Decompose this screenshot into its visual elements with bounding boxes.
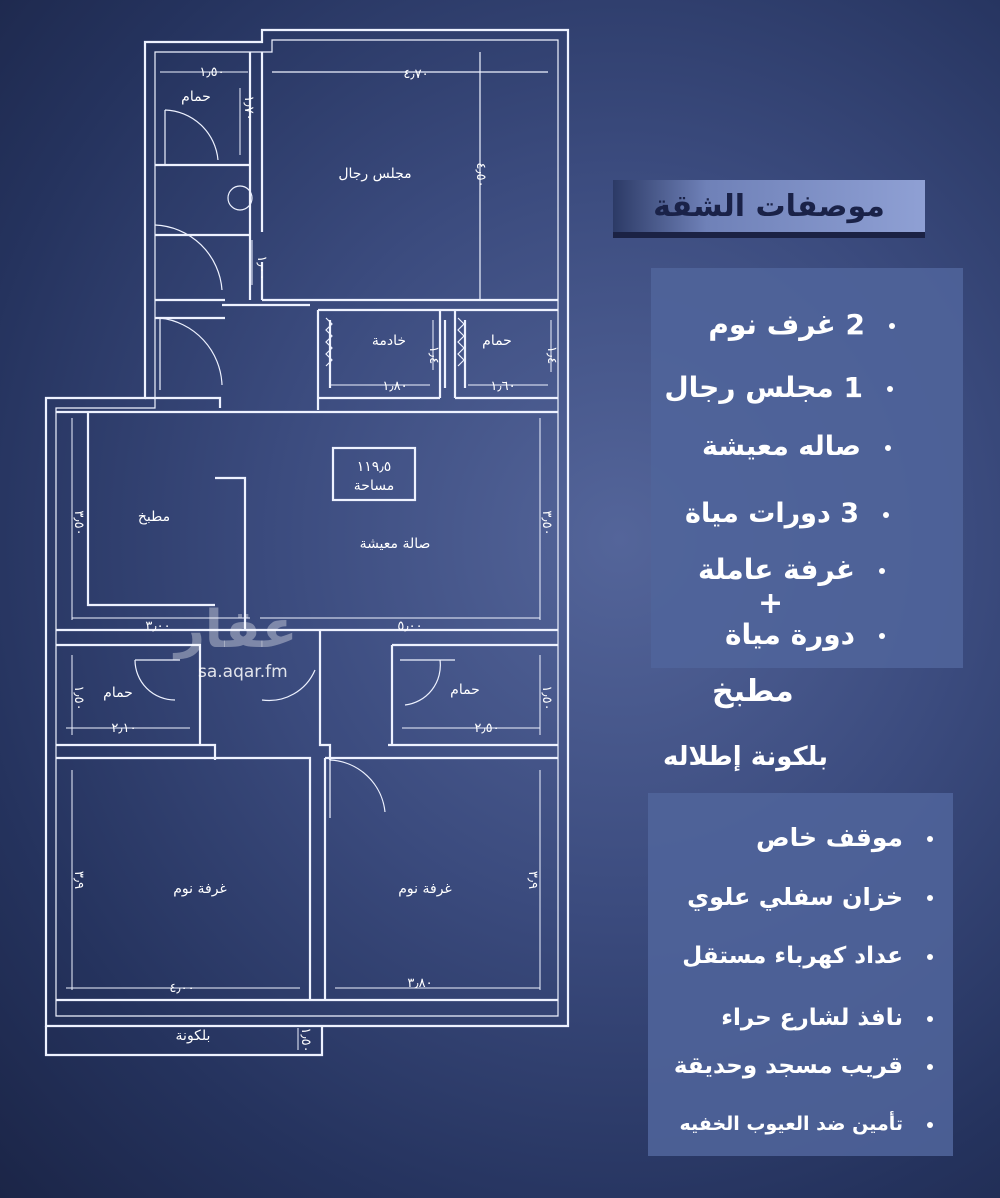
majlis-dim-lines bbox=[272, 52, 548, 300]
specs-panel-2: موقف خاص خزان سفلي علوي عداد كهرباء مستق… bbox=[648, 793, 953, 1156]
dim-label: ٣٫٠٠ bbox=[145, 619, 170, 634]
spec-item: عداد كهرباء مستقل bbox=[648, 943, 953, 969]
spec-plus: + bbox=[758, 586, 784, 621]
dim-label: ٢٫١٠ bbox=[111, 721, 136, 736]
watermark-url: sa.aqar.fm bbox=[198, 662, 288, 682]
bullet-icon bbox=[927, 836, 933, 842]
dim-label: ٣٫٥٠ bbox=[539, 510, 554, 535]
room-bedroom-left: غرفة نوم bbox=[173, 881, 227, 897]
maid-room-walls bbox=[316, 308, 558, 410]
spec-item: غرفة عاملة bbox=[651, 553, 963, 586]
dim-label: ١٫٤ bbox=[544, 346, 559, 364]
room-bath-mid-right: حمام bbox=[450, 682, 480, 698]
door-swings bbox=[134, 109, 455, 818]
dim-label: ٣٫٩ bbox=[525, 871, 540, 889]
bullet-icon bbox=[927, 1063, 933, 1070]
spec-balcony: بلكونة إطلاله bbox=[663, 742, 829, 772]
spec-item: 2 غرف نوم bbox=[651, 308, 963, 341]
bullet-icon bbox=[927, 1121, 933, 1128]
spring-icons bbox=[325, 317, 465, 367]
spec-item: 3 دورات مياة bbox=[651, 498, 963, 529]
room-bath-top-left: حمام bbox=[181, 89, 211, 105]
dimension-lines bbox=[66, 71, 552, 1050]
dim-label: ١٫٥٠ bbox=[199, 65, 224, 80]
majlis-walls bbox=[260, 52, 558, 302]
dim-label: ١٫٥٠ bbox=[539, 685, 554, 710]
specs-title: موصفات الشقة bbox=[613, 180, 925, 232]
room-bath-service: حمام bbox=[482, 333, 512, 349]
mid-bath-walls bbox=[56, 630, 558, 760]
specs-panel-1: 2 غرف نوم 1 مجلس رجال صاله معيشة 3 دورات… bbox=[651, 268, 963, 668]
spec-kitchen: مطبخ bbox=[712, 674, 794, 709]
outer-wall-inner bbox=[55, 39, 559, 1017]
spec-item: قريب مسجد وحديقة bbox=[648, 1053, 953, 1079]
room-living: صالة معيشة bbox=[360, 536, 431, 552]
room-majlis: مجلس رجال bbox=[338, 166, 411, 182]
spec-item: تأمين ضد العيوب الخفيه bbox=[648, 1113, 953, 1135]
spec-item: نافذ لشارع حراء bbox=[648, 1005, 953, 1031]
dim-label: ٤٫٠٠ bbox=[169, 981, 194, 996]
dim-label: ٤٫٧٠ bbox=[403, 67, 428, 82]
spec-item: صاله معيشة bbox=[651, 431, 963, 462]
bullet-icon bbox=[885, 444, 891, 451]
bullet-icon bbox=[927, 953, 933, 960]
dim-label: ٣٫٩ bbox=[71, 871, 86, 889]
area-value: ١١٩٫٥ bbox=[357, 459, 392, 475]
spec-item: دورة مياة bbox=[651, 618, 963, 651]
dim-label: ٣٫٥٠ bbox=[71, 510, 86, 535]
dim-label: ٣٫٨٠ bbox=[407, 976, 432, 991]
living-walls bbox=[56, 410, 558, 632]
outer-wall bbox=[44, 28, 570, 1028]
bullet-icon bbox=[889, 323, 895, 329]
spec-item: موقف خاص bbox=[648, 823, 953, 852]
spec-item: خزان سفلي علوي bbox=[648, 883, 953, 911]
bullet-icon bbox=[883, 511, 889, 518]
bullet-icon bbox=[879, 633, 885, 639]
bedroom-walls bbox=[56, 756, 558, 1002]
room-bedroom-right: غرفة نوم bbox=[398, 881, 452, 897]
dim-label: ٤٫٥٠ bbox=[473, 162, 488, 187]
dim-label: ١٫٥٠ bbox=[71, 685, 86, 710]
bath-top-left-walls bbox=[155, 52, 252, 300]
dim-label: ٢٫٥٠ bbox=[474, 721, 499, 736]
dim-label: ١٫٧٠ bbox=[241, 95, 256, 120]
dim-label: ١٫٥٠ bbox=[298, 1027, 313, 1052]
dim-label: ١٫٨٠ bbox=[382, 379, 407, 394]
bullet-icon bbox=[887, 386, 893, 392]
room-balcony: بلكونة bbox=[176, 1028, 211, 1044]
spec-item: 1 مجلس رجال bbox=[651, 371, 963, 404]
room-maid: خادمة bbox=[372, 333, 406, 349]
area-box bbox=[331, 446, 417, 502]
area-label: مساحة bbox=[354, 478, 394, 494]
room-kitchen: مطبخ bbox=[138, 509, 170, 525]
bullet-icon bbox=[879, 568, 885, 574]
watermark-logo: عقار bbox=[175, 600, 298, 660]
dim-label: ١٫٠٠ bbox=[254, 255, 269, 280]
balcony-walls bbox=[44, 1026, 324, 1057]
bullet-icon bbox=[927, 895, 933, 901]
dim-label: ٥٫٠٠ bbox=[397, 619, 422, 634]
bullet-icon bbox=[927, 1015, 933, 1022]
corridor-walls bbox=[145, 298, 225, 408]
dim-label: ١٫٦٠ bbox=[490, 379, 515, 394]
electric-meter-icon bbox=[227, 185, 253, 211]
dim-label: ١٫٤ bbox=[426, 346, 441, 364]
room-bath-mid-left: حمام bbox=[103, 685, 133, 701]
